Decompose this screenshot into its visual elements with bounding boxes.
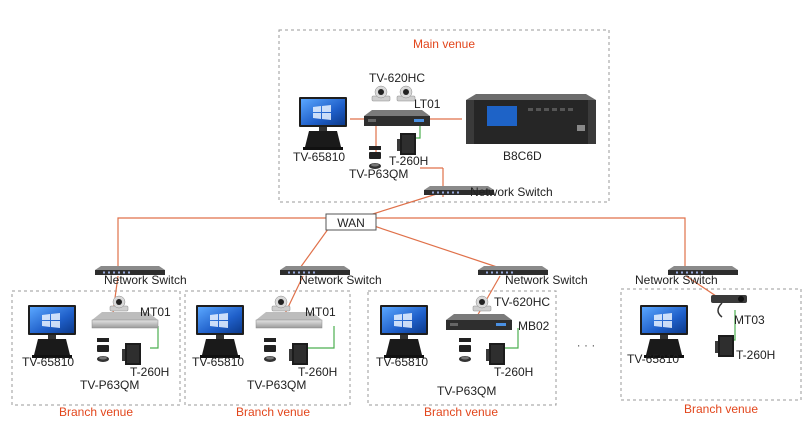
wan-node: WAN — [325, 213, 377, 231]
microphone-icon — [264, 345, 276, 362]
camera-icon — [109, 295, 129, 312]
camera-icon — [472, 295, 492, 312]
branch4-switch-label: Network Switch — [635, 273, 718, 287]
monitor-icon — [196, 305, 244, 358]
branch-venue-box-1 — [11, 290, 181, 406]
speaker-icon — [397, 133, 416, 155]
branch1-mic-label: TV-P63QM — [80, 378, 139, 392]
branch-venue-box-2 — [184, 290, 351, 406]
branch2-venue-title: Branch venue — [236, 405, 310, 419]
media-box-icon — [264, 338, 276, 342]
branch3-terminal-label: MB02 — [518, 319, 550, 333]
wan-links — [111, 118, 723, 321]
main-terminal-label: LT01 — [414, 97, 441, 111]
main-camera-label: TV-620HC — [369, 71, 425, 85]
speaker-icon — [122, 343, 141, 365]
branch1-display-label: TV-65810 — [22, 355, 74, 369]
media-box-icon — [97, 338, 109, 342]
media-box-icon — [369, 146, 381, 150]
branch3-venue-title: Branch venue — [424, 405, 498, 419]
speaker-icon — [486, 343, 505, 365]
main-speaker-label: T-260H — [389, 154, 428, 168]
branch2-mic-label: TV-P63QM — [247, 378, 306, 392]
main-venue-box — [278, 29, 610, 203]
camera-icon — [396, 85, 416, 102]
main-mic-label: TV-P63QM — [349, 167, 408, 181]
branch1-switch-label: Network Switch — [104, 273, 187, 287]
codec-icon — [364, 110, 430, 126]
main-display-label: TV-65810 — [293, 150, 345, 164]
branch2-display-label: TV-65810 — [192, 355, 244, 369]
microphone-icon — [459, 345, 471, 362]
monitor-icon — [640, 305, 688, 358]
microphone-icon — [97, 345, 109, 362]
branch1-terminal-label: MT01 — [140, 305, 171, 319]
branch2-switch-label: Network Switch — [299, 273, 382, 287]
branch2-speaker-label: T-260H — [298, 365, 337, 379]
branch4-venue-title: Branch venue — [684, 402, 758, 416]
branch-venue-box-4 — [620, 288, 802, 401]
camera-icon — [271, 295, 291, 312]
main-venue-title: Main venue — [413, 37, 475, 51]
media-box-icon — [459, 338, 471, 342]
camera-icon — [371, 85, 391, 102]
monitor-icon — [28, 305, 76, 358]
branch1-venue-title: Branch venue — [59, 405, 133, 419]
branch3-display-label: TV-65810 — [376, 355, 428, 369]
codec-icon — [446, 314, 512, 330]
usb-camera-icon — [711, 295, 747, 318]
branch3-mic-label: TV-P63QM — [437, 384, 496, 398]
more-venues-ellipsis: · · · — [577, 338, 596, 352]
mcu-rack-icon — [466, 94, 596, 144]
branch3-switch-label: Network Switch — [505, 273, 588, 287]
branch4-terminal-label: MT03 — [734, 313, 765, 327]
branch1-speaker-label: T-260H — [130, 365, 169, 379]
speaker-icon — [289, 343, 308, 365]
speaker-icon — [715, 335, 734, 357]
branch-venue-box-3 — [367, 290, 557, 406]
wan-label: WAN — [337, 216, 365, 230]
branch2-terminal-label: MT01 — [305, 305, 336, 319]
main-switch-label: Network Switch — [470, 185, 553, 199]
mcu-label: B8C6D — [503, 149, 542, 163]
branch4-speaker-label: T-260H — [736, 348, 775, 362]
monitor-icon — [380, 305, 428, 358]
branch3-camera-label: TV-620HC — [494, 295, 550, 309]
monitor-icon — [299, 97, 347, 150]
branch3-speaker-label: T-260H — [494, 365, 533, 379]
branch4-display-label: TV-65810 — [627, 352, 679, 366]
